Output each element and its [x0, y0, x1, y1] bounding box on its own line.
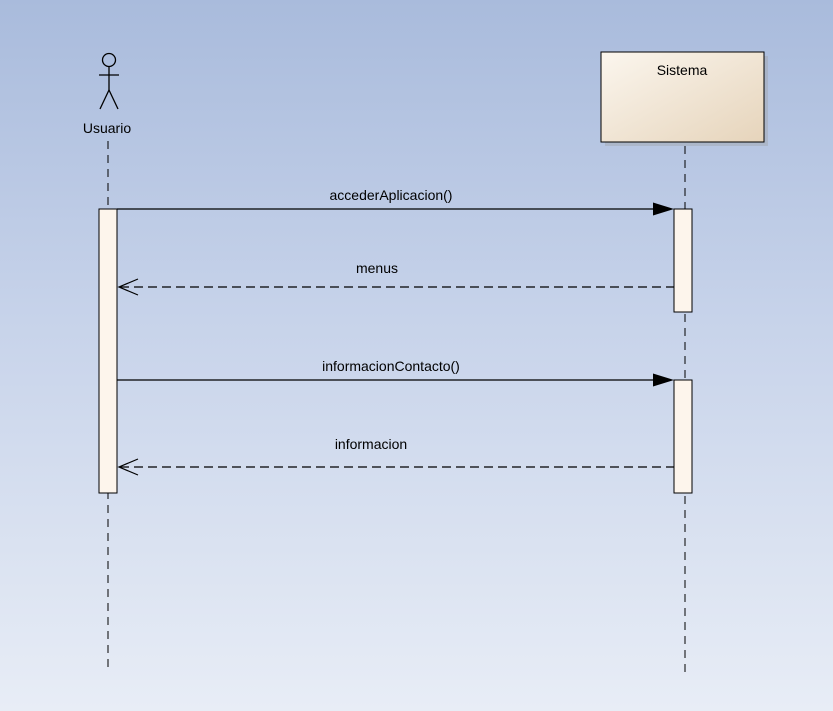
message-label-3: informacionContacto(): [322, 358, 460, 374]
message-acceder-aplicacion[interactable]: [117, 202, 674, 216]
actor-usuario-label: Usuario: [83, 120, 131, 136]
message-label-2: menus: [356, 260, 398, 276]
lifeline-sistema-label: Sistema: [657, 62, 708, 78]
activation-sistema-2[interactable]: [673, 379, 693, 494]
message-label-4: informacion: [335, 436, 407, 452]
actor-usuario-icon[interactable]: [99, 52, 119, 110]
lifeline-sistema-box[interactable]: [600, 51, 768, 146]
message-informacion[interactable]: [117, 458, 674, 476]
message-informacion-contacto[interactable]: [117, 373, 674, 387]
activation-usuario[interactable]: [98, 208, 118, 494]
activation-sistema-1[interactable]: [673, 208, 693, 313]
message-menus[interactable]: [117, 278, 674, 296]
message-label-1: accederAplicacion(): [330, 187, 453, 203]
